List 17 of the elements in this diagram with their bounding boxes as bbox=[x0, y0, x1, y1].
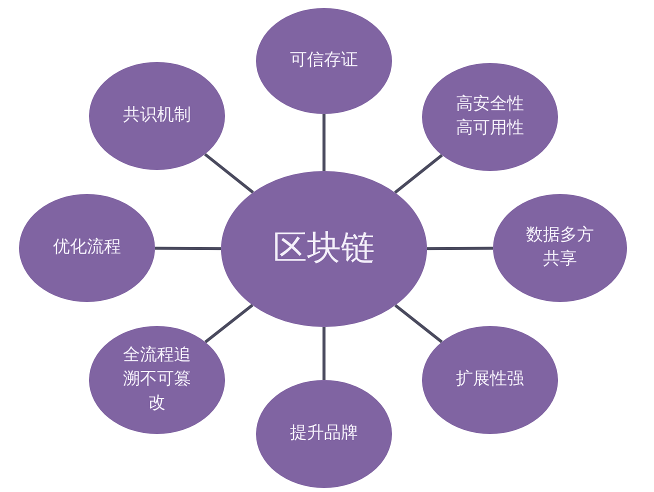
node-label: 高安全性高可用性 bbox=[455, 93, 525, 140]
node-label: 可信存证 bbox=[290, 49, 358, 72]
node-label: 优化流程 bbox=[53, 236, 121, 260]
connector-line bbox=[204, 153, 254, 194]
connector-line bbox=[426, 246, 493, 250]
connector-line bbox=[154, 246, 221, 250]
node-label: 共识机制 bbox=[123, 104, 191, 128]
node-label: 扩展性强 bbox=[456, 368, 524, 392]
node-label: 提升品牌 bbox=[290, 422, 358, 446]
node-label: 区块链 bbox=[273, 227, 375, 270]
connector-line bbox=[394, 304, 443, 344]
node-label: 全流程追溯不可篡改 bbox=[122, 344, 192, 415]
connector-line bbox=[322, 114, 326, 171]
connector-line bbox=[322, 327, 326, 380]
connector-line bbox=[394, 154, 443, 194]
connector-line bbox=[204, 304, 254, 344]
node-label: 数据多方共享 bbox=[525, 224, 595, 271]
